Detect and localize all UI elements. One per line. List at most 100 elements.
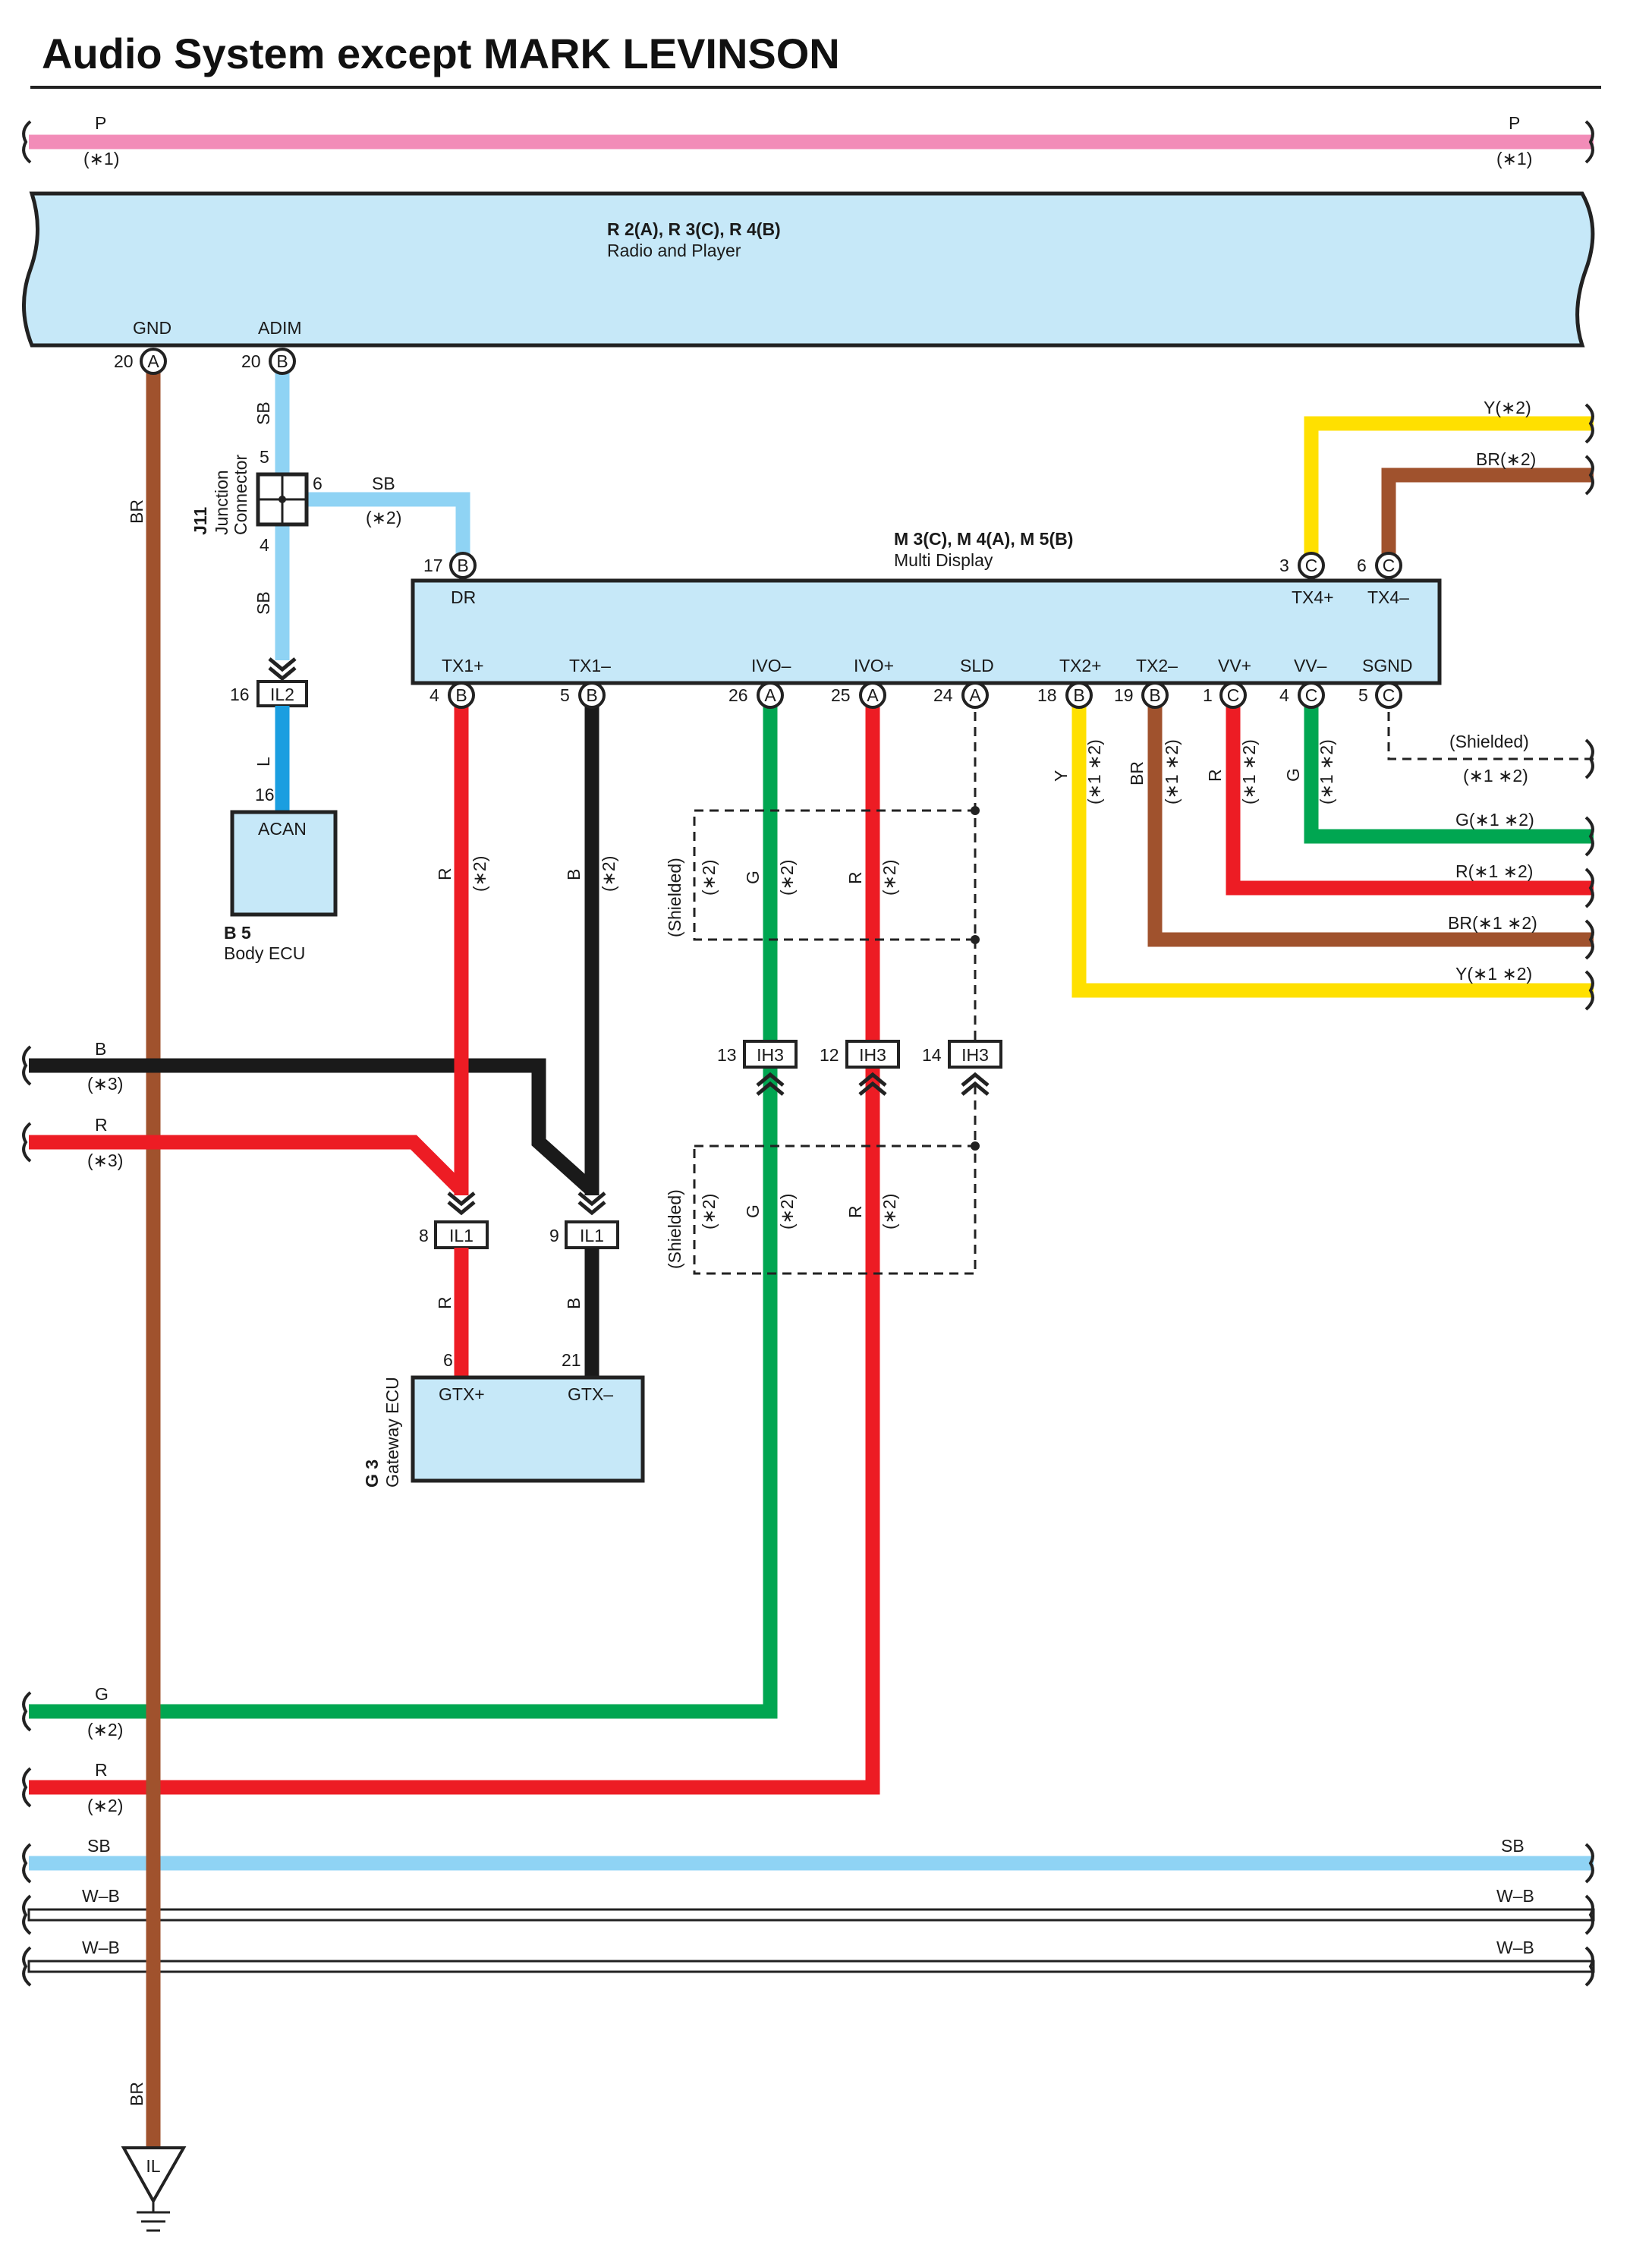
shield-dot-1 (971, 806, 980, 815)
md-terminal-tx1m: TX1– (569, 656, 611, 675)
wire-g-vvm (1304, 698, 1594, 844)
wire-label-r-upper: R (845, 871, 865, 884)
md-terminal-tx4p: TX4+ (1292, 587, 1334, 607)
pin-number-ih3-b: 12 (820, 1045, 839, 1065)
pin-number-gtxp: 6 (443, 1350, 453, 1370)
wire-note-sb: (∗2) (366, 508, 401, 527)
wire-note-b-tx1m: (∗2) (599, 856, 618, 892)
md-terminal-tx2p: TX2+ (1059, 656, 1102, 675)
chevron-down-icon (447, 1192, 476, 1216)
md-terminal-tx2m: TX2– (1136, 656, 1178, 675)
shield-box-lower (693, 1144, 977, 1275)
wire-note-g2: (∗2) (87, 1720, 123, 1740)
wire-label-y2: Y(∗2) (1484, 398, 1531, 417)
pin-circle-dr (449, 552, 477, 579)
pin-number-ivop: 25 (831, 685, 851, 705)
pin-circle-gnd (140, 348, 167, 375)
wire-label-sb-3: SB (372, 474, 395, 493)
wire-label-sb-bottom-right: SB (1501, 1836, 1525, 1856)
wire-note-left: (∗1) (83, 149, 119, 168)
wire-label-br-upper: BR (127, 499, 146, 524)
wire-label-sb-2: SB (253, 591, 273, 615)
pin-number-tx4p: 3 (1279, 556, 1289, 575)
wire-note-r2: (∗2) (87, 1796, 123, 1815)
break-sgnd (1584, 738, 1594, 779)
pin-letter-tx2m: B (1149, 685, 1160, 705)
junction-code: J11 (190, 507, 210, 535)
wire-label-g2: G (95, 1684, 109, 1704)
body-ecu-box (230, 810, 338, 917)
pin-number-tx2m: 19 (1114, 685, 1134, 705)
wire-note-b3: (∗3) (87, 1074, 123, 1094)
break-wb2-left (22, 1946, 32, 1987)
wire-label-b-tx1m: B (564, 869, 584, 880)
pin-letter-tx4m: C (1383, 556, 1396, 575)
break-r3 (22, 1122, 32, 1163)
pin-letter-vvm: C (1305, 685, 1318, 705)
wire-label-br-lower: BR (127, 2082, 146, 2106)
pin-letter-ivom: A (764, 685, 776, 705)
wire-label-b-gtx: B (564, 1298, 584, 1309)
break-br12 (1584, 919, 1594, 960)
pin-number-adim: 20 (241, 351, 261, 371)
wire-label-r-lower: R (845, 1205, 865, 1218)
shield-label-sgnd: (Shielded) (1449, 732, 1529, 751)
connector-il1-a (434, 1220, 489, 1249)
pin-circle-tx4m (1375, 552, 1402, 579)
page-title: Audio System except MARK LEVINSON (42, 30, 840, 77)
wire-label-sb-bottom-left: SB (87, 1836, 111, 1856)
shield-dot-2 (971, 935, 980, 944)
md-terminal-vvm: VV– (1294, 656, 1327, 675)
wire-note-br-tx2m: (∗1 ∗2) (1162, 739, 1182, 804)
chevron-down-icon (577, 1192, 606, 1216)
multi-display-box (411, 578, 1442, 685)
md-terminal-vvp: VV+ (1218, 656, 1251, 675)
break-sb-right (1584, 1843, 1594, 1884)
pin-number-il2: 16 (230, 685, 250, 704)
wire-note-r-lower: (∗2) (879, 1194, 899, 1229)
pin-number-dr: 17 (423, 556, 443, 575)
md-terminal-ivom: IVO– (751, 656, 791, 675)
pin-circle-tx1p (448, 682, 475, 709)
shield-note-upper: (∗2) (699, 860, 719, 896)
gateway-name: Gateway ECU (382, 1377, 402, 1488)
wire-label-br-tx2m: BR (1127, 761, 1147, 786)
pin-circle-sld (961, 682, 989, 709)
pin-number-sld: 24 (933, 685, 953, 705)
pin-number-ih3-c: 14 (922, 1045, 942, 1065)
wire-note-g-lower: (∗2) (777, 1194, 797, 1229)
wire-break-right (1584, 120, 1594, 164)
break-br2 (1584, 455, 1594, 496)
wire-label-g12: G(∗1 ∗2) (1455, 810, 1534, 830)
shield-sgnd (1387, 712, 1594, 760)
multi-display-name: Multi Display (894, 550, 993, 570)
break-y12 (1584, 970, 1594, 1011)
chevron-up-icon (961, 1072, 990, 1096)
wire-label-l: L (253, 757, 273, 767)
chevron-up-icon (756, 1072, 785, 1096)
pin-letter-tx1p: B (455, 685, 467, 705)
break-wb1-left (22, 1894, 32, 1935)
shield-note-lower: (∗2) (699, 1194, 719, 1229)
wire-label-g-upper: G (743, 871, 763, 884)
pin-letter-tx1m: B (586, 685, 597, 705)
pin-letter-tx2p: B (1073, 685, 1084, 705)
gateway-terminal-gtxm: GTX– (568, 1384, 613, 1404)
wire-label-p-right: P (1509, 113, 1520, 133)
wire-note-g-upper: (∗2) (777, 860, 797, 896)
pin-letter-ivop: A (867, 685, 879, 705)
connector-ih3-a (743, 1040, 798, 1069)
pin-letter-adim: B (276, 351, 288, 371)
wire-note-g-vvm: (∗1 ∗2) (1317, 739, 1336, 804)
pin-circle-ivom (757, 682, 784, 709)
wire-y-tx4p (1304, 416, 1594, 565)
wire-label-b3: B (95, 1039, 106, 1059)
wire-r-vvp (1226, 698, 1594, 896)
connector-il2-label: IL2 (270, 685, 294, 704)
connector-il1-b-label: IL1 (580, 1226, 604, 1245)
chevron-down-icon (268, 657, 297, 682)
pin-letter-sgnd: C (1383, 685, 1396, 705)
pin-circle-tx2m (1141, 682, 1169, 709)
break-wb1-right (1584, 1894, 1594, 1935)
